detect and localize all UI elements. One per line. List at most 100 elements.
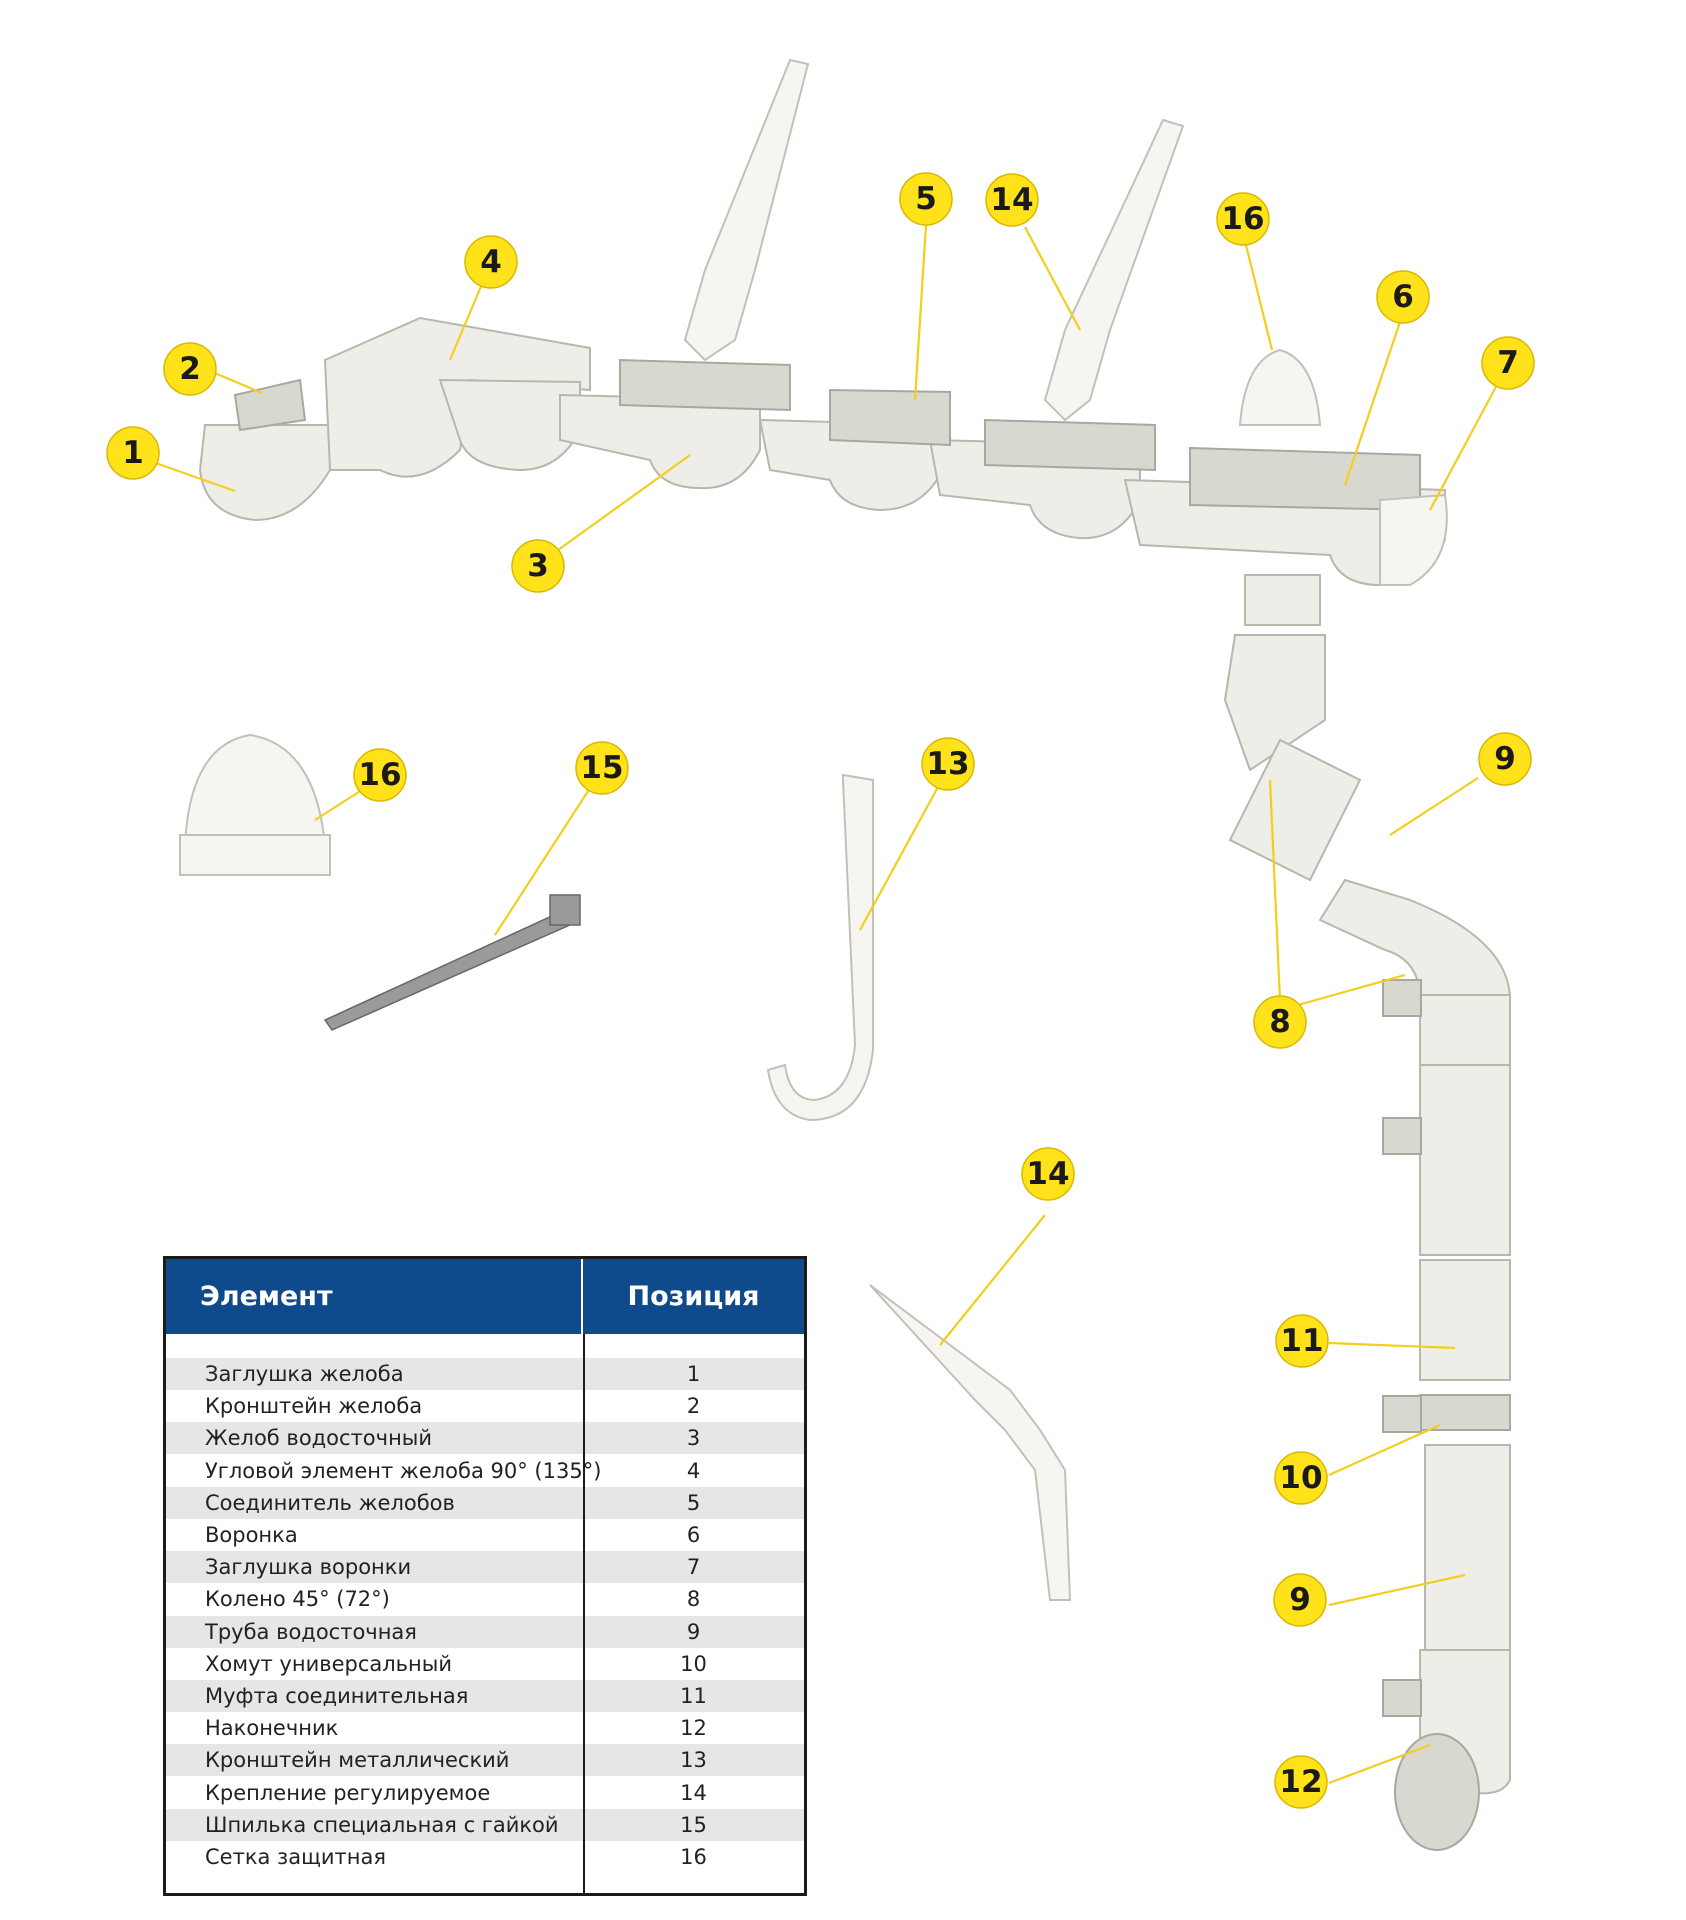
callout-12: 12 (1274, 1755, 1328, 1809)
callout-label: 4 (480, 244, 502, 280)
callout-7: 7 (1481, 336, 1535, 390)
callout-label: 14 (1026, 1156, 1069, 1192)
table-row: Соединитель желобов 5 (166, 1486, 804, 1519)
row-position: 11 (680, 1684, 707, 1708)
clamp-bracket-1 (1382, 979, 1422, 1017)
callout-16-top: 16 (1216, 192, 1270, 246)
callout-label: 10 (1279, 1460, 1322, 1496)
row-position: 9 (686, 1619, 701, 1644)
callout-3: 3 (511, 539, 565, 593)
row-position: 16 (680, 1845, 707, 1869)
row-position: 10 (680, 1651, 707, 1676)
funnel-end-cap (1379, 493, 1448, 586)
clamp-bracket-2 (1382, 1117, 1422, 1155)
row-element-name: Кронштейн желоба (205, 1394, 423, 1419)
row-element-name: Труба водосточная (205, 1619, 417, 1644)
callout-label: 15 (580, 750, 623, 786)
row-position: 6 (686, 1523, 701, 1547)
callout-label: 16 (1221, 201, 1264, 237)
callout-label: 6 (1392, 279, 1414, 315)
column-divider (583, 1334, 585, 1893)
table-row: Колено 45° (72°) 8 (166, 1583, 804, 1615)
protective-mesh-small (1238, 348, 1322, 426)
gutter-connector (829, 388, 951, 447)
row-position: 12 (680, 1716, 707, 1741)
legend-header: Элемент Позиция (166, 1259, 804, 1334)
row-element-name: Желоб водосточный (205, 1426, 433, 1451)
downpipe-segment-1 (1419, 994, 1511, 1066)
table-row: Муфта соединительная 11 (166, 1680, 804, 1712)
universal-clamp (1419, 1394, 1511, 1431)
row-element-name: Соединитель желобов (205, 1490, 455, 1515)
table-row: Наконечник 12 (166, 1712, 804, 1744)
row-element-name: Заглушка желоба (205, 1362, 404, 1386)
gutter-end-cap (198, 424, 331, 522)
downpipe-segment-2 (1419, 1064, 1511, 1256)
header-position: Позиция (627, 1281, 760, 1312)
callout-label: 1 (122, 435, 144, 471)
downpipe-segment-3 (1424, 1444, 1511, 1651)
bracket-back-plate-2 (984, 418, 1156, 472)
row-position: 15 (680, 1812, 707, 1837)
table-row: Крепление регулируемое 14 (166, 1777, 804, 1809)
row-position: 2 (686, 1394, 701, 1419)
downpipe-outlet (1394, 1733, 1480, 1851)
callout-label: 7 (1497, 345, 1519, 381)
callout-label: 16 (358, 757, 401, 793)
protective-mesh-large-rim (179, 834, 331, 876)
special-stud (323, 909, 574, 1031)
row-position: 3 (686, 1426, 701, 1451)
gutter-trough-2 (559, 393, 761, 490)
callout-5: 5 (899, 172, 953, 226)
callout-16-left: 16 (353, 748, 407, 802)
row-element-name: Хомут универсальный (205, 1651, 453, 1676)
row-element-name: Крепление регулируемое (205, 1780, 491, 1805)
protective-mesh-large (183, 733, 327, 846)
callout-label: 5 (915, 181, 937, 217)
callout-label: 8 (1269, 1004, 1291, 1040)
callout-1: 1 (106, 426, 160, 480)
row-element-name: Муфта соединительная (205, 1684, 469, 1708)
bracket-back-plate-1 (619, 358, 791, 412)
pipe-angled (1228, 738, 1362, 882)
callout-13: 13 (921, 737, 975, 791)
row-element-name: Кронштейн металлический (205, 1748, 510, 1773)
funnel-outlet (1244, 574, 1321, 626)
row-element-name: Наконечник (205, 1716, 339, 1741)
callouts: 1 2 3 4 5 14 16 6 7 16 15 13 9 8 14 11 1… (106, 172, 1535, 1809)
callout-15: 15 (575, 741, 629, 795)
callout-label: 3 (527, 548, 549, 584)
table-row: Труба водосточная 9 (166, 1615, 804, 1648)
callout-2: 2 (163, 342, 217, 396)
callout-4: 4 (464, 235, 518, 289)
callout-label: 9 (1289, 1582, 1311, 1618)
row-position: 1 (686, 1362, 701, 1386)
clamp-bracket-3 (1382, 1395, 1422, 1433)
callout-14-lower: 14 (1021, 1147, 1075, 1201)
row-position: 8 (686, 1587, 701, 1612)
callout-label: 9 (1494, 741, 1516, 777)
metal-bracket (766, 773, 874, 1122)
callout-label: 11 (1280, 1323, 1323, 1359)
callout-9-upper: 9 (1478, 732, 1532, 786)
row-element-name: Колено 45° (72°) (205, 1587, 390, 1612)
row-element-name: Заглушка воронки (205, 1555, 412, 1580)
callout-label: 14 (990, 182, 1033, 218)
callout-6: 6 (1376, 270, 1430, 324)
callout-9-lower: 9 (1273, 1573, 1327, 1627)
callout-11: 11 (1275, 1314, 1329, 1368)
callout-14-top: 14 (985, 173, 1039, 227)
gutter-bracket (233, 378, 307, 432)
callout-label: 12 (1279, 1764, 1322, 1800)
table-row: Хомут универсальный 10 (166, 1648, 804, 1680)
adjustable-fastener-2 (1043, 118, 1185, 422)
callout-label: 2 (179, 351, 201, 387)
adjustable-fastener-1 (683, 58, 810, 362)
row-element-name: Угловой элемент желоба 90° (135°) (205, 1458, 602, 1483)
row-position: 5 (686, 1490, 701, 1515)
row-position: 14 (680, 1780, 707, 1805)
